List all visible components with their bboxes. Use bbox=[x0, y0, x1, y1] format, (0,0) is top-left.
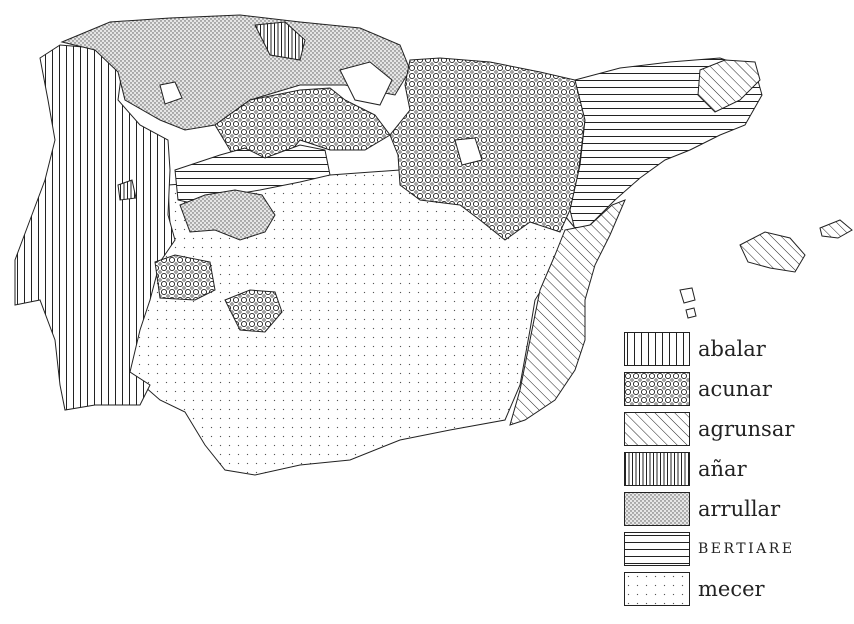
legend-item-agrunsar: agrunsar bbox=[624, 410, 794, 448]
island-formentera bbox=[685, 307, 697, 319]
region-agrunsar-catalonia bbox=[697, 59, 761, 113]
island-mallorca bbox=[739, 231, 806, 273]
legend-label-agrunsar: agrunsar bbox=[698, 417, 795, 441]
swatch-sparse-dots bbox=[624, 572, 690, 606]
island-ibiza bbox=[679, 287, 696, 304]
legend-label-bertiare: BERTIARE bbox=[698, 541, 795, 557]
swatch-vertical-stripes-wide bbox=[624, 332, 690, 366]
region-abalar bbox=[14, 44, 176, 411]
region-arrullar-north bbox=[60, 14, 411, 131]
region-acunar-center bbox=[224, 289, 283, 333]
region-anar-pyrenees bbox=[254, 21, 306, 61]
region-acunar-west bbox=[154, 254, 216, 301]
legend-item-anar: añar bbox=[624, 450, 747, 488]
gap-aragon bbox=[454, 137, 483, 166]
legend-label-anar: añar bbox=[698, 457, 747, 481]
legend-label-acunar: acunar bbox=[698, 377, 772, 401]
legend-item-abalar: abalar bbox=[624, 330, 766, 368]
region-agrunsar-valencia bbox=[509, 199, 626, 426]
island-menorca bbox=[819, 219, 853, 239]
region-anar-southwest bbox=[117, 179, 137, 201]
swatch-vertical-stripes-dense bbox=[624, 452, 690, 486]
swatch-horizontal-stripes bbox=[624, 532, 690, 566]
legend-label-abalar: abalar bbox=[698, 337, 766, 361]
legend-item-acunar: acunar bbox=[624, 370, 772, 408]
region-arrullar-leon bbox=[179, 189, 276, 241]
swatch-dense-dots bbox=[624, 492, 690, 526]
gap-galicia bbox=[159, 81, 183, 105]
legend-label-mecer: mecer bbox=[698, 577, 765, 601]
swatch-circles bbox=[624, 372, 690, 406]
legend-label-arrullar: arrullar bbox=[698, 497, 781, 521]
gap-basque bbox=[339, 61, 393, 106]
region-acunar-east bbox=[389, 57, 586, 241]
legend-item-bertiare: BERTIARE bbox=[624, 530, 795, 568]
swatch-diagonal-hatch bbox=[624, 412, 690, 446]
legend-item-mecer: mecer bbox=[624, 570, 765, 608]
legend-item-arrullar: arrullar bbox=[624, 490, 780, 528]
